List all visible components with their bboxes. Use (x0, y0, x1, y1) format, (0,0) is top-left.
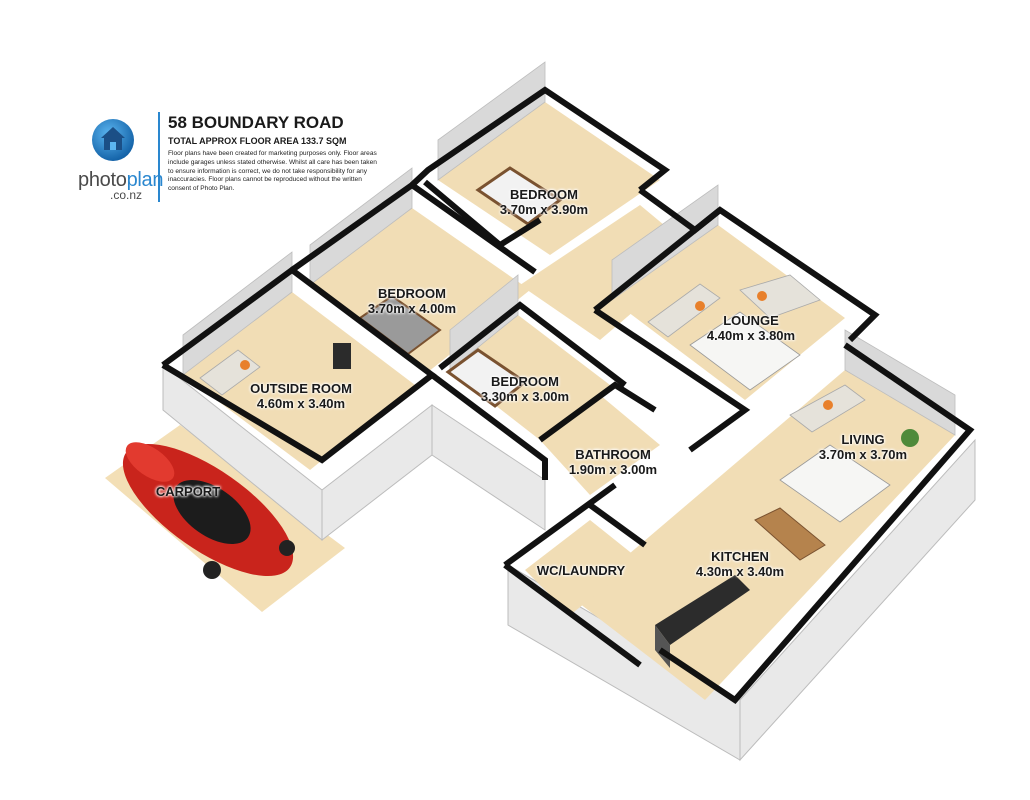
outside-room-floor (183, 292, 415, 470)
address-title: 58 BOUNDARY ROAD (168, 113, 344, 132)
car-icon (122, 442, 295, 579)
room-bathroom: BATHROOM 1.90m x 3.00m (569, 447, 657, 477)
room-name: BATHROOM (575, 447, 651, 462)
bed-3 (445, 348, 528, 408)
lounge-rug (689, 311, 801, 391)
brand-name: photoplan (78, 169, 164, 191)
room-bedroom-3: BEDROOM 3.30m x 3.00m (481, 374, 569, 404)
living-rug (779, 444, 891, 523)
room-wc-laundry: WC/LAUNDRY (537, 563, 625, 578)
header-divider (158, 112, 160, 202)
lounge-sofa-2 (739, 274, 821, 319)
room-size: 3.70m x 3.70m (818, 447, 908, 462)
room-bedroom-2: BEDROOM 3.70m x 4.00m (368, 286, 456, 316)
furniture (199, 166, 919, 668)
bed-1 (475, 166, 563, 226)
room-living: LIVING 3.70m x 3.70m (819, 432, 907, 462)
room-size: 4.60m x 3.40m (256, 396, 346, 411)
room-kitchen: KITCHEN 4.30m x 3.40m (696, 549, 784, 579)
walls (161, 86, 975, 704)
room-name: CARPORT (155, 484, 221, 499)
kitchen-island (655, 575, 750, 645)
exterior-walls (162, 363, 976, 762)
house-logo-icon (92, 119, 134, 161)
laundry-floor (525, 520, 640, 615)
bedroom-3-floor (450, 315, 610, 440)
floor-area: TOTAL APPROX FLOOR AREA 133.7 SQM (168, 136, 347, 146)
tv (333, 343, 351, 369)
disclaimer-text: Floor plans have been created for market… (168, 150, 377, 193)
lounge-sofa (647, 283, 721, 338)
brand-logo: photoplan .co.nz (78, 118, 164, 202)
room-size: 3.70m x 3.90m (499, 202, 589, 217)
room-size: 3.30m x 3.00m (480, 389, 570, 404)
room-bedroom-1: BEDROOM 3.70m x 3.90m (500, 187, 588, 217)
room-name: LOUNGE (723, 313, 779, 328)
brand-domain: .co.nz (109, 188, 142, 202)
plant (901, 429, 919, 447)
room-size: 4.30m x 3.40m (695, 564, 785, 579)
room-carport: CARPORT (156, 484, 220, 499)
room-name: WC/LAUNDRY (536, 563, 626, 578)
room-name: BEDROOM (491, 374, 559, 389)
room-outside-room: OUTSIDE ROOM 4.60m x 3.40m (250, 381, 352, 411)
header: 58 BOUNDARY ROAD TOTAL APPROX FLOOR AREA… (168, 113, 378, 194)
room-name: LIVING (841, 432, 885, 447)
room-name: BEDROOM (378, 286, 446, 301)
room-name: KITCHEN (711, 549, 769, 564)
bedroom-1-floor (438, 102, 660, 255)
room-name: BEDROOM (510, 187, 578, 202)
room-size: 3.70m x 4.00m (367, 301, 457, 316)
room-lounge: LOUNGE 4.40m x 3.80m (707, 313, 795, 343)
room-name: OUTSIDE ROOM (250, 381, 352, 396)
room-size: 1.90m x 3.00m (568, 462, 658, 477)
room-size: 4.40m x 3.80m (706, 328, 796, 343)
dining-table (754, 507, 826, 561)
